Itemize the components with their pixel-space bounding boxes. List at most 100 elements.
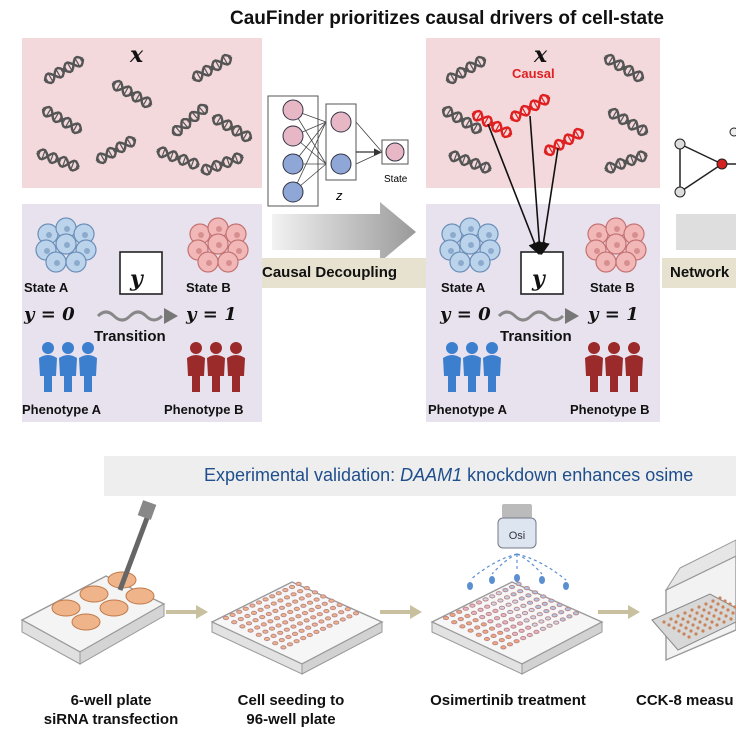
well <box>272 608 279 614</box>
well <box>328 598 335 603</box>
well <box>262 629 269 634</box>
dna-icon <box>156 146 200 170</box>
well <box>260 622 267 627</box>
well <box>336 602 343 608</box>
dna-strands-right <box>441 53 649 174</box>
well <box>125 587 155 605</box>
person-icon <box>466 342 478 354</box>
well <box>313 597 320 602</box>
well <box>708 626 712 630</box>
well <box>270 601 277 606</box>
dna-icon <box>448 150 492 174</box>
well <box>470 610 478 616</box>
feature-panel-right <box>426 38 660 188</box>
well <box>293 606 300 612</box>
well <box>530 615 537 620</box>
well <box>316 612 323 617</box>
well <box>301 611 309 616</box>
well <box>518 628 525 633</box>
dna-icon <box>603 53 645 83</box>
well <box>282 620 289 625</box>
well <box>723 599 727 603</box>
well <box>516 621 524 626</box>
well <box>487 619 494 624</box>
well <box>255 632 262 637</box>
well <box>701 629 705 633</box>
well <box>564 607 571 612</box>
dna-icon <box>441 105 483 135</box>
well <box>259 615 266 620</box>
well <box>252 618 259 623</box>
well <box>352 611 360 616</box>
y0-label: y = 0 <box>440 304 491 325</box>
network-node <box>729 127 736 137</box>
well <box>306 632 313 638</box>
well <box>480 622 487 627</box>
input-node <box>282 125 304 147</box>
well <box>508 617 515 622</box>
well <box>338 610 345 615</box>
well <box>298 596 305 601</box>
well <box>691 623 695 627</box>
phenotype-a-label: Phenotype A <box>22 402 101 417</box>
banner-gene: DAAM1 <box>400 465 463 485</box>
well <box>459 624 466 629</box>
well <box>677 629 681 633</box>
well <box>513 639 520 644</box>
well <box>488 626 496 631</box>
y-box <box>119 251 163 295</box>
well <box>283 627 290 632</box>
well <box>472 618 479 623</box>
dna-icon <box>543 127 585 157</box>
dna-icon <box>43 55 85 85</box>
well <box>278 638 285 643</box>
dna-icon <box>604 150 648 174</box>
well <box>320 594 327 599</box>
well <box>697 605 701 609</box>
well <box>287 609 294 615</box>
dna-icon <box>191 53 233 83</box>
person-icon <box>608 342 620 354</box>
dna-icon <box>607 107 649 137</box>
well <box>515 581 522 587</box>
well <box>475 632 482 637</box>
well <box>333 620 340 625</box>
well <box>285 602 292 607</box>
well <box>292 599 299 604</box>
well <box>237 617 244 622</box>
network-arrow <box>662 214 736 288</box>
latent-node <box>330 153 352 175</box>
well <box>288 617 295 622</box>
well <box>712 614 716 618</box>
well <box>265 611 272 617</box>
well <box>549 605 557 611</box>
well <box>726 608 730 612</box>
well <box>482 629 489 634</box>
well <box>295 614 302 619</box>
phenotype-b-label: Phenotype B <box>164 402 244 417</box>
well <box>339 617 346 622</box>
well <box>733 605 736 609</box>
well <box>523 618 530 623</box>
well <box>540 594 547 599</box>
well <box>662 620 666 624</box>
well <box>474 625 481 630</box>
well <box>305 593 312 598</box>
well <box>267 619 274 624</box>
well <box>264 604 271 609</box>
latent-node <box>330 111 352 133</box>
y-symbol-left: y <box>130 266 143 292</box>
well <box>503 627 510 632</box>
well <box>495 591 502 596</box>
well <box>285 634 292 640</box>
y1-label: y = 1 <box>186 304 237 325</box>
step-2-label: Cell seeding to 96-well plate <box>216 691 366 729</box>
well <box>672 626 676 630</box>
well <box>696 626 700 630</box>
well <box>229 612 236 618</box>
well <box>698 620 702 624</box>
well <box>278 605 286 610</box>
well <box>669 617 673 621</box>
well <box>296 621 304 626</box>
well <box>290 592 297 597</box>
